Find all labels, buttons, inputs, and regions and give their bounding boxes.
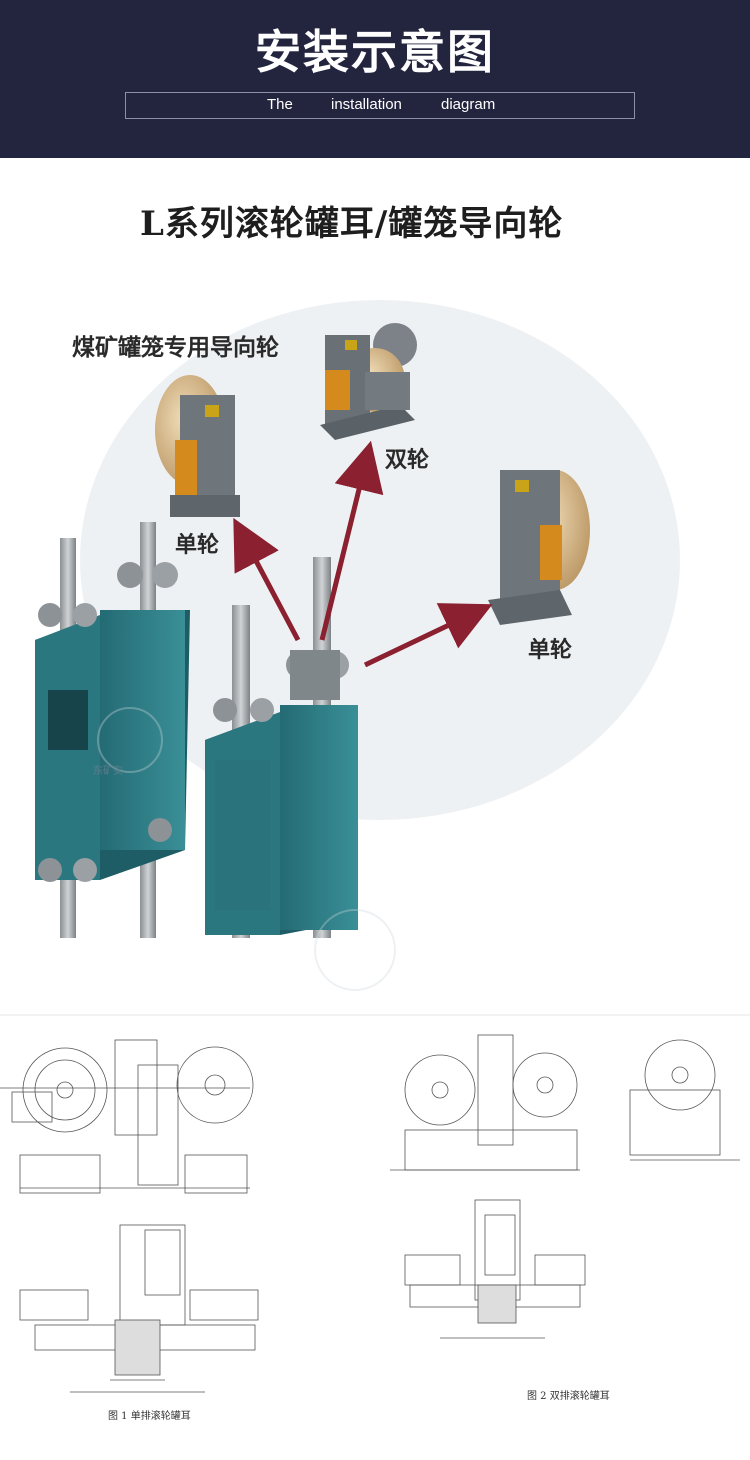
page-title: 安装示意图 xyxy=(255,25,495,79)
single-wheel-unit-left xyxy=(155,375,240,517)
label-single-wheel-left: 单轮 xyxy=(175,532,220,558)
figure-2-caption: 图 2 双排滚轮罐耳 xyxy=(527,1391,610,1402)
subheading-coal-mine: 煤矿罐笼专用导向轮 xyxy=(72,334,279,361)
mine-cage-left xyxy=(35,522,190,938)
pointer-arrows xyxy=(233,440,493,668)
subtitle-box: The installation diagram xyxy=(125,92,635,119)
label-single-wheel-right: 单轮 xyxy=(528,637,573,663)
header-banner: 安装示意图 The installation diagram xyxy=(0,0,750,158)
single-wheel-unit-right xyxy=(488,470,590,625)
product-heading: L系列滚轮罐耳/罐笼导向轮 xyxy=(140,204,564,244)
subtitle-word-1: The xyxy=(267,96,293,113)
double-wheel-unit xyxy=(320,323,417,440)
label-double-wheel: 双轮 xyxy=(385,447,430,473)
technical-drawing-fig2 xyxy=(390,1034,740,1339)
subtitle-word-2: installation xyxy=(331,96,402,113)
watermark-text: 东矿安 xyxy=(93,766,123,777)
subtitle-word-3: diagram xyxy=(441,96,496,113)
figure-1-caption: 图 1 单排滚轮罐耳 xyxy=(108,1411,191,1422)
mine-cage-right xyxy=(205,557,358,938)
technical-drawing-fig1 xyxy=(0,1039,259,1393)
watermark-logo xyxy=(97,707,396,991)
